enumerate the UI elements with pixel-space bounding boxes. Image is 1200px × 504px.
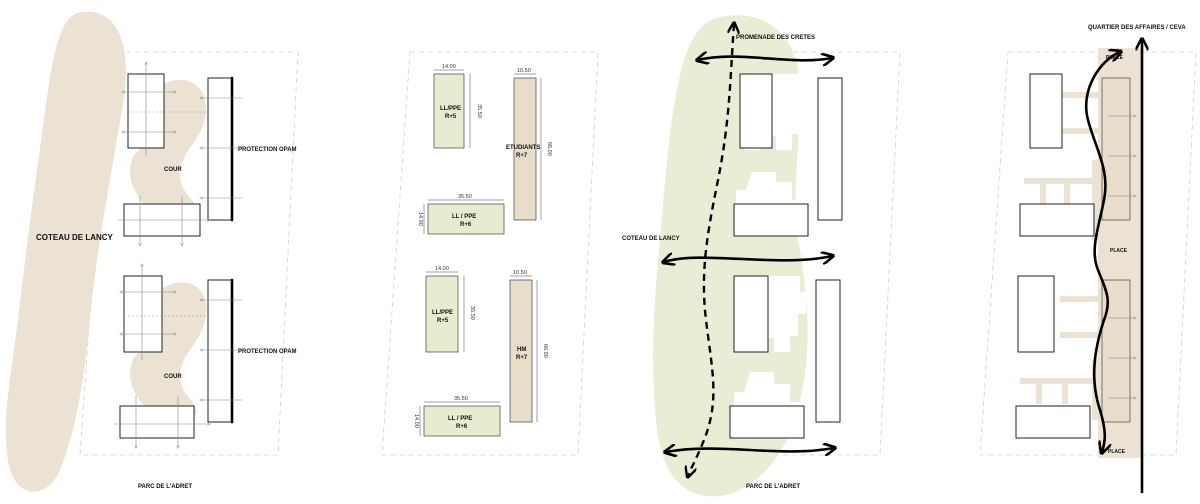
building-ll-ppe-r6-top bbox=[427, 203, 505, 235]
dim-b3-height: 14.00 bbox=[417, 212, 423, 226]
building-east-bar-2 bbox=[207, 279, 233, 423]
label-protection-top: PROTECTION OPAM bbox=[238, 147, 297, 153]
place-branches bbox=[1020, 92, 1100, 404]
building-3-south bbox=[733, 203, 809, 237]
grid-arrows-top bbox=[118, 62, 242, 246]
dim-b1-height: 35.50 bbox=[476, 104, 482, 118]
label-b5-l2: R+7 bbox=[516, 355, 528, 361]
label-coteau-3: COTEAU DE LANCY bbox=[622, 236, 680, 242]
label-b1-l2: R+5 bbox=[445, 114, 457, 120]
label-promenade: PROMENADE DES CRETES bbox=[736, 35, 815, 41]
dim-b5-height: 66.00 bbox=[542, 344, 548, 358]
panel-3-landscape: PROMENADE DES CRETES COTEAU DE LANCY PAR… bbox=[622, 15, 901, 497]
courtyard-void-bottom bbox=[734, 276, 806, 412]
grid-arrows-bottom bbox=[114, 264, 242, 448]
building-3-north bbox=[739, 73, 773, 149]
panel-1-constraints: COTEAU DE LANCY COUR COUR PROTECTION OPA… bbox=[5, 11, 299, 492]
label-parc-3: PARC DE L'ADRET bbox=[746, 484, 800, 490]
label-coteau: COTEAU DE LANCY bbox=[36, 233, 114, 242]
building-3-east bbox=[817, 77, 843, 221]
label-protection-bottom: PROTECTION OPAM bbox=[238, 349, 297, 355]
label-place-bottom: PLACE bbox=[1108, 449, 1126, 455]
dim-b6-height: 14.00 bbox=[413, 414, 419, 428]
panel-2-programme: 14.00 35.50 LL/PPE R+5 10.50 66.00 ETUDI… bbox=[381, 51, 599, 456]
dim-b2-width: 10.50 bbox=[517, 68, 531, 74]
building-4-south-2 bbox=[1015, 405, 1091, 439]
label-b6-l2: R+6 bbox=[456, 424, 468, 430]
building-4-north bbox=[1029, 73, 1063, 149]
building-ll-ppe-r5-bottom bbox=[425, 275, 459, 353]
panel-4-public-space: QUARTIER DES AFFAIRES / CEVA PLACE PLACE… bbox=[979, 25, 1197, 494]
cour-blob-bottom bbox=[129, 282, 207, 414]
connector-north bbox=[698, 57, 832, 61]
label-cour-bottom: COUR bbox=[164, 374, 182, 380]
building-etudiants-r7 bbox=[513, 77, 537, 221]
label-b4-l2: R+5 bbox=[437, 318, 449, 324]
courtyard-void-top bbox=[736, 74, 808, 210]
connector-middle bbox=[664, 256, 832, 262]
label-b1-l1: LL/PPE bbox=[440, 106, 461, 112]
building-ll-ppe-r6-bottom bbox=[423, 405, 501, 437]
dim-b5-width: 10.50 bbox=[513, 270, 527, 276]
building-south-block-2 bbox=[119, 405, 195, 439]
building-ll-ppe-r5-top bbox=[433, 73, 465, 149]
building-3-south-2 bbox=[729, 405, 805, 439]
site-boundary bbox=[79, 51, 299, 456]
building-east-bar bbox=[207, 77, 233, 221]
dim-b2-height: 66.00 bbox=[546, 142, 552, 156]
label-b3-l2: R+6 bbox=[460, 222, 472, 228]
dim-b6-width: 35.50 bbox=[454, 396, 468, 402]
cour-blob-top bbox=[129, 79, 207, 213]
label-b6-l1: LL / PPE bbox=[448, 416, 472, 422]
site-boundary-4 bbox=[979, 51, 1197, 456]
label-parc: PARC DE L'ADRET bbox=[138, 484, 192, 490]
label-b2-l1: ETUDIANTS bbox=[506, 145, 540, 151]
dim-b3-width: 35.50 bbox=[458, 194, 472, 200]
building-north-block-2 bbox=[123, 275, 163, 353]
building-4-east-2 bbox=[1101, 279, 1131, 423]
building-4-east bbox=[1101, 77, 1131, 221]
building-4-north-2 bbox=[1017, 275, 1055, 353]
connector-south bbox=[666, 448, 834, 452]
meander-path bbox=[1085, 52, 1120, 452]
label-cour-top: COUR bbox=[164, 167, 182, 173]
label-quartier: QUARTIER DES AFFAIRES / CEVA bbox=[1088, 25, 1186, 31]
label-b3-l1: LL / PPE bbox=[452, 214, 476, 220]
promenade-path bbox=[688, 24, 734, 476]
building-3-east-2 bbox=[815, 279, 841, 423]
label-b4-l1: LL/PPE bbox=[432, 310, 453, 316]
building-3-north-2 bbox=[733, 275, 769, 353]
coteau-blob bbox=[5, 11, 126, 492]
label-place-top: PLACE bbox=[1106, 55, 1124, 61]
label-place-mid: PLACE bbox=[1110, 248, 1128, 254]
dim-b4-width: 14.00 bbox=[435, 266, 449, 272]
dim-b4-height: 35.50 bbox=[469, 306, 475, 320]
dim-b1-width: 14.00 bbox=[442, 64, 456, 70]
building-hm-r7 bbox=[509, 279, 533, 423]
label-b2-l2: R+7 bbox=[516, 153, 528, 159]
building-4-south bbox=[1019, 203, 1095, 237]
site-boundary-2 bbox=[381, 51, 599, 456]
label-b5-l1: HM bbox=[517, 347, 526, 353]
